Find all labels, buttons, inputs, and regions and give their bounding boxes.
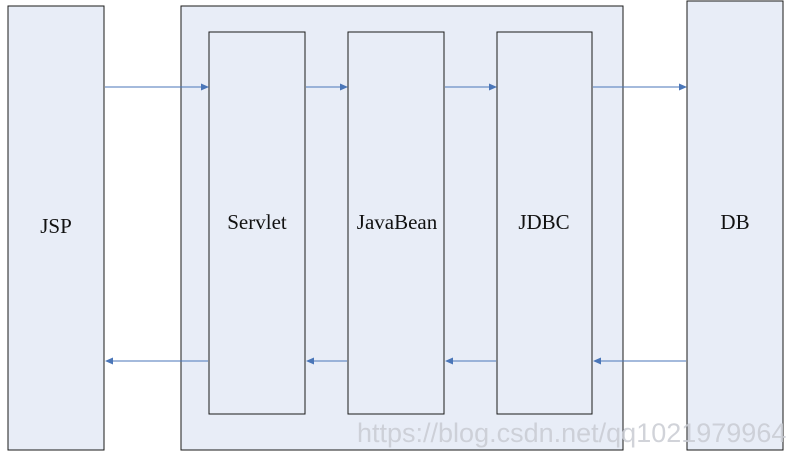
arrow-servlet-to-javabean	[306, 83, 348, 91]
arrow-servlet-to-jsp	[105, 357, 208, 365]
jsp-label: JSP	[40, 214, 72, 238]
db-label: DB	[720, 210, 749, 234]
arrow-javabean-to-servlet	[306, 357, 347, 365]
servlet-label: Servlet	[227, 210, 287, 234]
servlet-box	[208, 31, 306, 415]
jsp-box	[7, 5, 105, 451]
arrow-db-to-jdbc	[593, 357, 686, 365]
javabean-box	[347, 31, 445, 415]
arrow-jdbc-to-db	[593, 83, 687, 91]
db-box	[686, 0, 784, 451]
arrow-jsp-to-servlet	[105, 83, 209, 91]
arrow-jdbc-to-javabean	[445, 357, 496, 365]
javabean-label: JavaBean	[357, 210, 438, 234]
jdbc-box	[496, 31, 593, 415]
jdbc-label: JDBC	[518, 210, 569, 234]
watermark-text: https://blog.csdn.net/qq1021979964	[357, 418, 786, 448]
arrow-javabean-to-jdbc	[445, 83, 497, 91]
